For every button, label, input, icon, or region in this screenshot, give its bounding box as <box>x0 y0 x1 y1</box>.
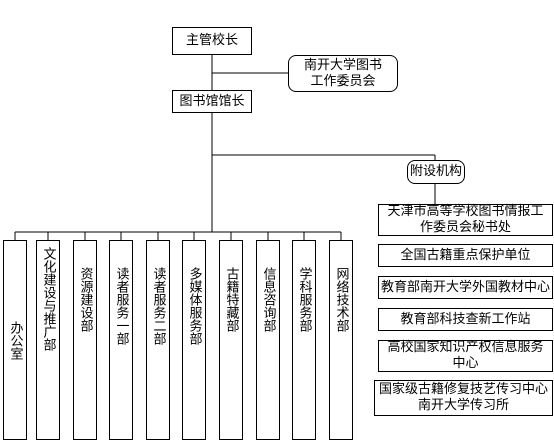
affiliated-unit-box: 高校国家知识产权信息服务中心 <box>378 340 553 372</box>
affiliated-unit-label: 国家级古籍修复技艺传习中心南开大学传习所 <box>378 382 548 413</box>
department-box: 读者服务一部 <box>109 240 133 440</box>
department-label: 读者服务二部 <box>150 267 166 345</box>
department-box: 文化建设与推广部 <box>36 240 60 440</box>
affiliated-unit-box: 教育部科技查新工作站 <box>378 308 553 331</box>
affiliated-unit-label: 全国古籍重点保护单位 <box>400 247 531 263</box>
department-label: 网络技术部 <box>333 267 349 332</box>
department-label: 古籍特藏部 <box>223 267 239 332</box>
principal-box: 主管校长 <box>172 27 252 55</box>
department-box: 资源建设部 <box>73 240 97 440</box>
affiliated-label: 附设机构 <box>409 164 462 179</box>
affiliated-unit-box: 天津市高等学校图书情报工作委员会秘书处 <box>378 204 553 236</box>
affiliated-box: 附设机构 <box>407 160 465 184</box>
department-label: 信息咨询部 <box>260 267 276 332</box>
department-box: 古籍特藏部 <box>219 240 243 440</box>
committee-box: 南开大学图书工作委员会 <box>288 55 398 92</box>
department-label: 资源建设部 <box>77 267 93 332</box>
department-box: 办公室 <box>3 240 27 440</box>
department-box: 多媒体服务部 <box>182 240 206 440</box>
department-box: 网络技术部 <box>329 240 353 440</box>
affiliated-unit-label: 教育部南开大学外国教材中心 <box>380 279 550 295</box>
principal-label: 主管校长 <box>185 33 238 48</box>
affiliated-unit-box: 全国古籍重点保护单位 <box>378 244 553 267</box>
director-label: 图书馆馆长 <box>179 93 245 109</box>
director-box: 图书馆馆长 <box>172 90 252 113</box>
affiliated-unit-label: 高校国家知识产权信息服务中心 <box>387 340 544 371</box>
affiliated-unit-label: 天津市高等学校图书情报工作委员会秘书处 <box>387 204 544 235</box>
department-label: 办公室 <box>7 320 23 360</box>
department-label: 读者服务一部 <box>113 267 129 345</box>
department-box: 信息咨询部 <box>256 240 280 440</box>
affiliated-unit-label: 教育部科技查新工作站 <box>400 311 531 327</box>
department-label: 多媒体服务部 <box>186 267 202 345</box>
affiliated-unit-box: 教育部南开大学外国教材中心 <box>378 276 553 299</box>
affiliated-unit-box: 国家级古籍修复技艺传习中心南开大学传习所 <box>374 380 553 416</box>
department-box: 读者服务二部 <box>146 240 170 440</box>
committee-label: 南开大学图书工作委员会 <box>303 57 382 89</box>
department-box: 学科服务部 <box>292 240 316 440</box>
department-label: 学科服务部 <box>296 267 312 332</box>
department-label: 文化建设与推广部 <box>40 247 56 351</box>
